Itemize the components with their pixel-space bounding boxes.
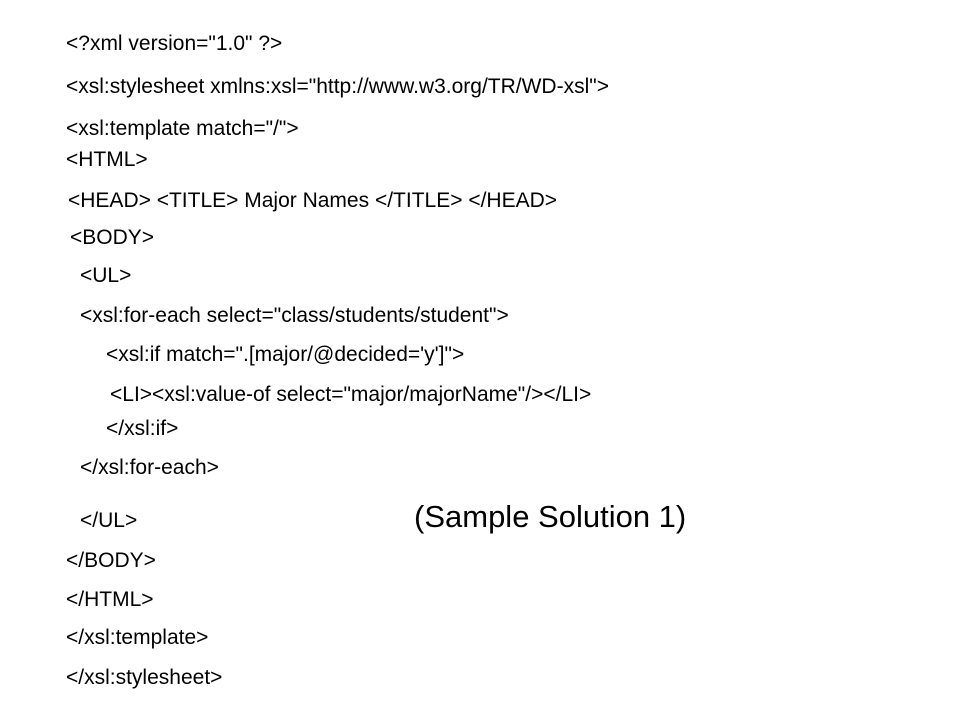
code-line-for-each-close: </xsl:for-each>: [80, 456, 219, 479]
code-line-list-item: <LI><xsl:value-of select="major/majorNam…: [110, 383, 592, 406]
code-line-ul-close: </UL>: [80, 509, 138, 532]
code-line-ul-open: <UL>: [80, 264, 132, 287]
code-line-if-open: <xsl:if match=".[major/@decided='y']">: [106, 343, 465, 366]
code-line-template-open: <xsl:template match="/">: [66, 117, 299, 140]
code-line-if-close: </xsl:if>: [106, 417, 179, 440]
slide-caption: (Sample Solution 1): [414, 499, 687, 534]
code-line-html-close: </HTML>: [66, 588, 154, 611]
code-line-for-each-open: <xsl:for-each select="class/students/stu…: [80, 304, 509, 327]
code-line-head-title: <HEAD> <TITLE> Major Names </TITLE> </HE…: [68, 189, 558, 212]
code-line-html-open: <HTML>: [66, 148, 148, 171]
code-line-xml-declaration: <?xml version="1.0" ?>: [66, 32, 283, 55]
code-line-stylesheet-close: </xsl:stylesheet>: [66, 666, 223, 689]
code-line-body-close: </BODY>: [66, 549, 156, 572]
code-line-stylesheet-open: <xsl:stylesheet xmlns:xsl="http://www.w3…: [66, 75, 609, 98]
code-line-body-open: <BODY>: [70, 226, 155, 249]
code-line-template-close: </xsl:template>: [66, 626, 209, 649]
